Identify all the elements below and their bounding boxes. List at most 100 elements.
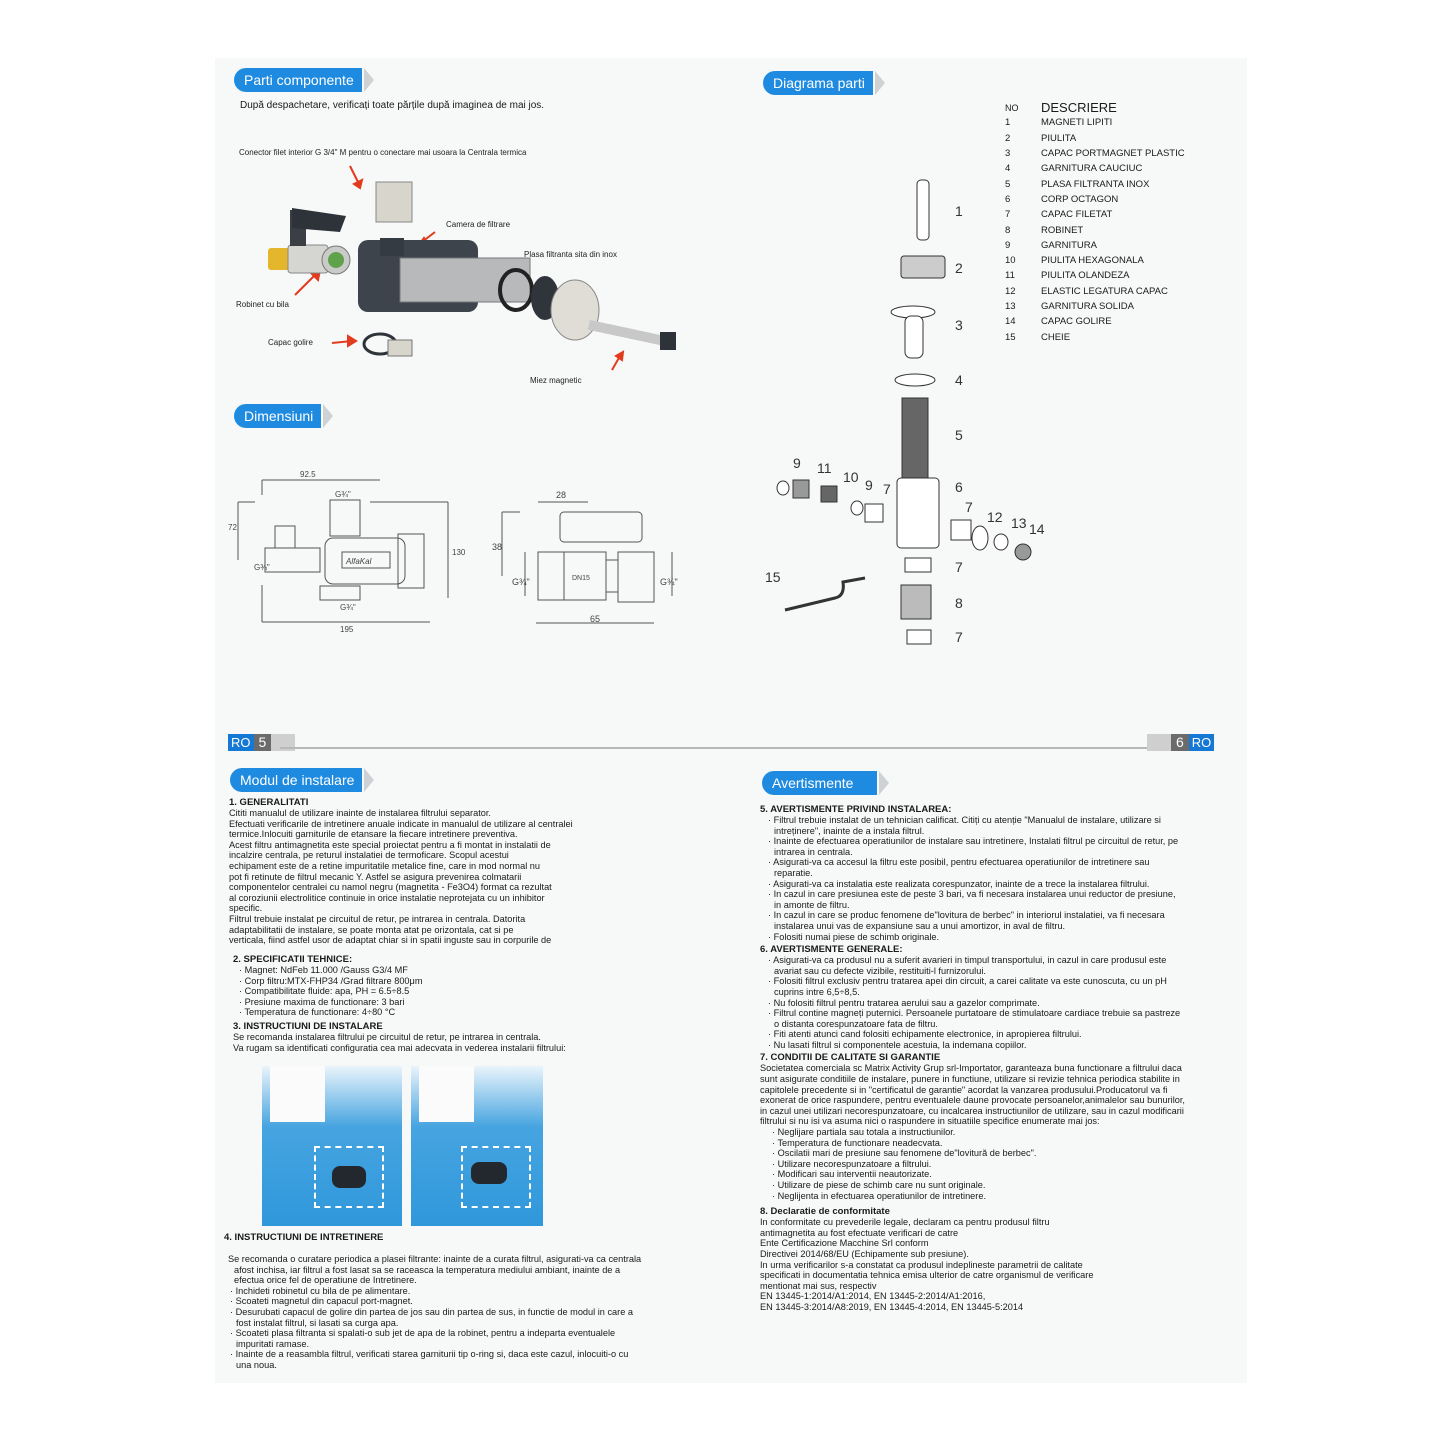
parts-table-header: NO DESCRIERE xyxy=(1005,100,1185,115)
svg-text:65: 65 xyxy=(590,614,600,624)
svg-text:3: 3 xyxy=(955,317,963,333)
label-magnet-core: Miez magnetic xyxy=(530,376,582,385)
svg-text:7: 7 xyxy=(955,629,963,645)
svg-text:38: 38 xyxy=(492,542,502,552)
label-connector: Conector filet interior G 3/4" M pentru … xyxy=(239,148,527,157)
svg-text:9: 9 xyxy=(865,477,873,493)
svg-text:7: 7 xyxy=(883,481,891,497)
svg-text:4: 4 xyxy=(955,372,963,388)
install-section-4: 4. INSTRUCTIUNI DE INTRETINERE Se recoma… xyxy=(224,1232,644,1371)
heading-garantie: 7. CONDITII DE CALITATE SI GARANTIE xyxy=(760,1052,941,1064)
svg-text:14: 14 xyxy=(1029,521,1045,537)
heading-avertismente-generale: 6. AVERTISMENTE GENERALE: xyxy=(760,944,903,956)
col-desc: DESCRIERE xyxy=(1041,100,1117,116)
install-config-2-image xyxy=(411,1066,543,1226)
heading-declaratie: 8. Declaratie de conformitate xyxy=(760,1206,890,1218)
svg-text:9: 9 xyxy=(793,455,801,471)
install-section-2: 2. SPECIFICATII TEHNICE: · Magnet: NdFeb… xyxy=(233,954,623,1053)
chevron-right-icon xyxy=(363,68,374,92)
chevron-right-icon xyxy=(874,71,885,95)
footer-gradient-block xyxy=(271,733,296,751)
svg-text:72: 72 xyxy=(228,523,237,532)
svg-text:12: 12 xyxy=(987,509,1003,525)
heading-specificatii: 2. SPECIFICATII TEHNICE: xyxy=(233,954,353,965)
section-pill-dimensions: Dimensiuni xyxy=(234,404,334,428)
footer-left: RO 5 xyxy=(228,733,296,751)
heading-avertismente-instalare: 5. AVERTISMENTE PRIVIND INSTALAREA: xyxy=(760,804,952,815)
svg-text:1: 1 xyxy=(955,203,963,219)
section-title-dimensions: Dimensiuni xyxy=(234,404,322,428)
svg-text:G¾": G¾" xyxy=(340,603,356,612)
section-title-parts: Parti componente xyxy=(234,68,362,92)
language-badge-left: RO xyxy=(228,733,254,751)
chevron-right-icon xyxy=(323,404,334,428)
footer-gradient-block xyxy=(1147,733,1171,751)
svg-text:AlfaKal: AlfaKal xyxy=(345,557,372,566)
svg-text:2: 2 xyxy=(955,260,963,276)
warnings-section-5: 5. AVERTISMENTE PRIVIND INSTALAREA: · Fi… xyxy=(760,804,1185,1312)
section-pill-warnings: Avertismente xyxy=(762,771,890,795)
parts-intro-text: După despachetare, verificați toate părț… xyxy=(240,100,545,111)
svg-text:5: 5 xyxy=(955,427,963,443)
dimension-drawing: 92.5 G¾" 72 G¾" 130 G¾" 195 AlfaKal 28 3… xyxy=(228,470,678,634)
page-divider xyxy=(280,747,1170,749)
section-pill-install: Modul de instalare xyxy=(230,768,375,792)
exploded-product-photo xyxy=(268,165,676,371)
svg-text:13: 13 xyxy=(1011,515,1027,531)
section-title-diagram: Diagrama parti xyxy=(763,71,873,95)
svg-text:28: 28 xyxy=(556,490,566,500)
diagram-callouts: 1 2 3 4 5 6 7 8 7 9 11 10 9 7 7 12 13 14… xyxy=(765,203,1045,645)
svg-text:G¾": G¾" xyxy=(335,490,351,499)
language-badge-right: RO xyxy=(1188,733,1215,751)
install-config-1-image xyxy=(262,1066,402,1226)
svg-text:6: 6 xyxy=(955,479,963,495)
page-number-left: 5 xyxy=(253,733,272,751)
heading-generalitati: 1. GENERALITATI xyxy=(229,797,309,808)
label-mesh: Plasa filtranta sita din inox xyxy=(524,250,617,259)
chevron-right-icon xyxy=(364,768,375,792)
label-drain-cap: Capac golire xyxy=(268,338,313,347)
svg-text:15: 15 xyxy=(765,569,781,585)
svg-text:8: 8 xyxy=(955,595,963,611)
section-title-install: Modul de instalare xyxy=(230,768,363,792)
svg-text:10: 10 xyxy=(843,469,859,485)
svg-text:7: 7 xyxy=(965,499,973,515)
svg-text:195: 195 xyxy=(340,625,354,634)
heading-instructiuni-instalare: 3. INSTRUCTIUNI DE INSTALARE xyxy=(233,1020,383,1032)
svg-text:7: 7 xyxy=(955,559,963,575)
footer-right: 6 RO xyxy=(1147,733,1215,751)
heading-intretinere: 4. INSTRUCTIUNI DE INTRETINERE xyxy=(224,1232,384,1243)
label-chamber: Camera de filtrare xyxy=(446,220,511,229)
svg-text:11: 11 xyxy=(817,460,832,476)
svg-text:130: 130 xyxy=(452,548,466,557)
label-valve: Robinet cu bila xyxy=(236,300,289,309)
section-pill-parts: Parti componente xyxy=(234,68,374,92)
exploded-parts-diagram: 1 2 3 4 5 6 7 8 7 9 11 10 9 7 7 12 13 14… xyxy=(765,179,1045,645)
svg-text:G¾": G¾" xyxy=(660,577,678,587)
svg-text:G¾": G¾" xyxy=(254,563,270,572)
section-pill-diagram: Diagrama parti xyxy=(763,71,885,95)
svg-text:G¾": G¾" xyxy=(512,577,530,587)
svg-text:92.5: 92.5 xyxy=(300,470,316,479)
chevron-right-icon xyxy=(879,771,890,795)
col-no: NO xyxy=(1005,102,1019,113)
svg-text:DN15: DN15 xyxy=(572,575,590,582)
install-section-1: 1. GENERALITATI Cititi manualul de utili… xyxy=(229,797,619,946)
page-number-right: 6 xyxy=(1171,733,1189,751)
